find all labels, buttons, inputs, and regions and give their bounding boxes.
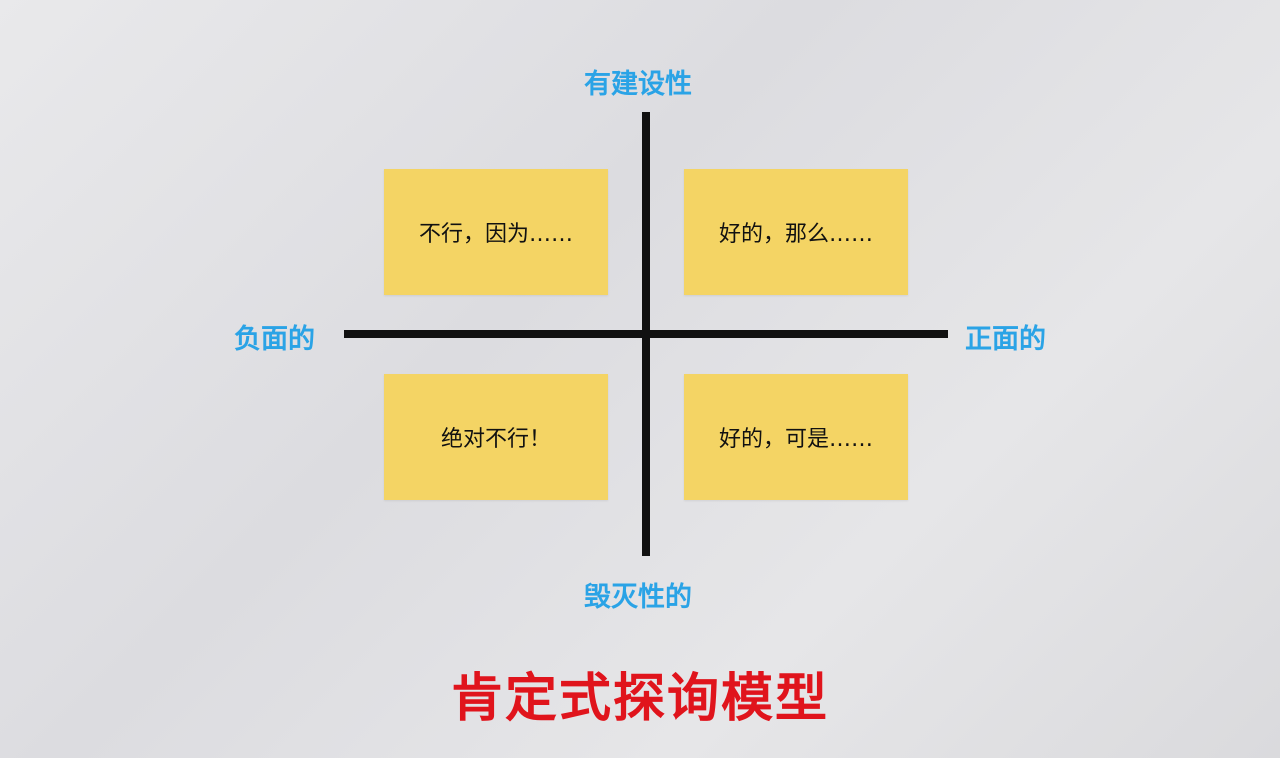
quadrant-card-top-right: 好的，那么…… bbox=[684, 169, 908, 295]
horizontal-axis-line bbox=[344, 330, 948, 338]
axis-label-top: 有建设性 bbox=[584, 69, 692, 100]
axis-label-bottom: 毁灭性的 bbox=[584, 582, 692, 613]
quadrant-card-top-left: 不行，因为…… bbox=[384, 169, 608, 295]
quadrant-card-bottom-left: 绝对不行！ bbox=[384, 374, 608, 500]
axis-label-left: 负面的 bbox=[234, 324, 315, 355]
quadrant-card-bottom-right: 好的，可是…… bbox=[684, 374, 908, 500]
diagram-title: 肯定式探询模型 bbox=[450, 669, 829, 729]
axis-label-right: 正面的 bbox=[965, 324, 1046, 355]
